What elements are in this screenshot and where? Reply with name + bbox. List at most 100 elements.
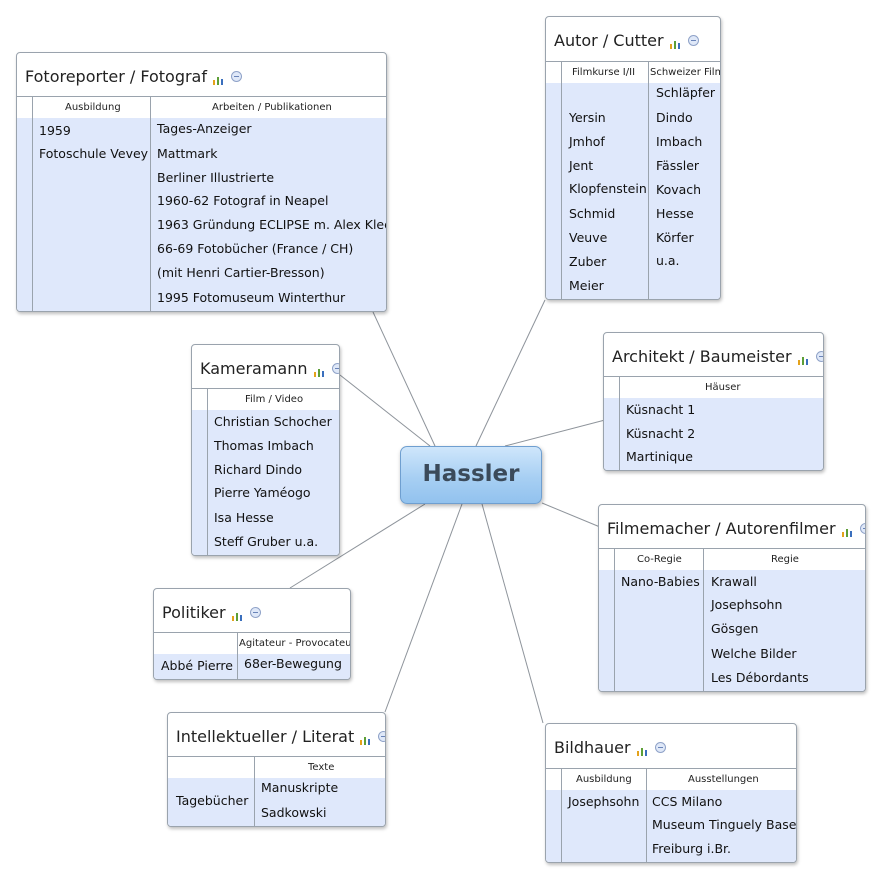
topic-intellektueller[interactable]: Intellektueller / Literat Texte Tagebüch… xyxy=(167,712,386,827)
table-body xyxy=(17,118,386,311)
list-item: Veuve xyxy=(569,230,608,245)
column-header-ausbildung: Ausbildung xyxy=(576,774,632,785)
list-item: Imbach xyxy=(656,134,703,149)
topic-bildhauer[interactable]: Bildhauer Ausbildung Ausstellungen Josep… xyxy=(545,723,797,863)
topic-title: Architekt / Baumeister xyxy=(612,346,823,366)
topic-title-text: Politiker xyxy=(162,603,226,622)
topic-title-text: Filmemacher / Autorenfilmer xyxy=(607,519,836,538)
list-item: Manuskripte xyxy=(261,780,339,795)
list-item: Jent xyxy=(569,158,594,173)
table-body xyxy=(604,398,823,470)
topic-title-text: Fotoreporter / Fotograf xyxy=(25,67,207,86)
collapse-icon[interactable] xyxy=(687,35,699,46)
column-header-haeuser: Häuser xyxy=(705,382,741,393)
list-item: 1959 xyxy=(39,123,71,138)
collapse-icon[interactable] xyxy=(231,71,242,82)
list-item: 1995 Fotomuseum Winterthur xyxy=(157,290,346,305)
list-item: Dindo xyxy=(656,110,693,125)
list-item: Berliner Illustrierte xyxy=(157,170,275,185)
list-item: Schläpfer xyxy=(656,85,716,100)
list-item: Hesse xyxy=(656,206,694,221)
chart-icon[interactable] xyxy=(231,607,244,621)
topic-fotoreporter[interactable]: Fotoreporter / Fotograf Ausbildung Arbei… xyxy=(16,52,387,312)
list-item: Christian Schocher xyxy=(214,414,332,429)
table-body xyxy=(599,570,865,691)
topic-filmemacher[interactable]: Filmemacher / Autorenfilmer Co-Regie Reg… xyxy=(598,504,866,692)
list-item: Abbé Pierre xyxy=(161,658,233,673)
list-item: Schmid xyxy=(569,206,616,221)
list-item: Zuber xyxy=(569,254,607,269)
topic-kameramann[interactable]: Kameramann Film / Video Christian Schoch… xyxy=(191,344,340,556)
topic-architekt[interactable]: Architekt / Baumeister Häuser Küsnacht 1… xyxy=(603,332,824,471)
collapse-icon[interactable] xyxy=(249,607,261,618)
central-topic-label: Hassler xyxy=(422,461,520,487)
collapse-icon[interactable] xyxy=(815,351,823,362)
list-item: Pierre Yaméogo xyxy=(214,485,311,500)
central-topic[interactable]: Hassler xyxy=(400,446,542,504)
list-item: Yersin xyxy=(569,110,606,125)
column-header-agitateur: Agitateur - Provocateur xyxy=(239,638,351,649)
topic-title: Bildhauer xyxy=(554,737,666,757)
chart-icon[interactable] xyxy=(636,742,649,756)
connector-autor xyxy=(475,299,546,447)
list-item: Martinique xyxy=(626,449,693,464)
list-item: Tagebücher xyxy=(176,793,249,808)
connector-fotoreporter xyxy=(372,311,436,447)
topic-title-text: Architekt / Baumeister xyxy=(612,347,792,366)
collapse-icon[interactable] xyxy=(331,363,339,374)
list-item: Meier xyxy=(569,278,604,293)
chart-icon[interactable] xyxy=(841,523,854,537)
chart-icon[interactable] xyxy=(359,731,372,745)
table-header: Ausbildung Ausstellungen xyxy=(546,768,796,791)
list-item: Fotoschule Vevey xyxy=(39,146,149,161)
topic-title: Kameramann xyxy=(200,358,339,378)
chart-icon[interactable] xyxy=(797,351,810,365)
topic-title-text: Kameramann xyxy=(200,359,308,378)
list-item: Thomas Imbach xyxy=(214,438,314,453)
connector-politiker xyxy=(289,503,426,589)
topic-politiker[interactable]: Politiker Agitateur - Provocateur Abbé P… xyxy=(153,588,351,680)
list-item: Nano-Babies xyxy=(621,574,700,589)
list-item: Küsnacht 2 xyxy=(626,426,696,441)
column-header-filmkurse: Filmkurse I/II xyxy=(572,67,636,78)
list-item: 68er-Bewegung xyxy=(244,656,342,671)
table-header: Ausbildung Arbeiten / Publikationen xyxy=(17,96,386,119)
topic-title: Intellektueller / Literat xyxy=(176,726,385,746)
topic-title-text: Autor / Cutter xyxy=(554,31,664,50)
column-header-ausstellungen: Ausstellungen xyxy=(688,774,759,785)
list-item: Sadkowski xyxy=(261,805,327,820)
table-header: Agitateur - Provocateur xyxy=(154,632,351,655)
collapse-icon[interactable] xyxy=(654,742,666,753)
list-item: Jmhof xyxy=(569,134,605,149)
list-item: Steff Gruber u.a. xyxy=(214,534,319,549)
chart-icon[interactable] xyxy=(212,71,225,85)
column-header-film-video: Film / Video xyxy=(245,394,304,405)
table-body xyxy=(168,778,385,826)
list-item: Gösgen xyxy=(711,621,759,636)
collapse-icon[interactable] xyxy=(859,523,865,534)
column-header-schweizer-film: Schweizer Film xyxy=(650,67,721,78)
list-item: Welche Bilder xyxy=(711,646,797,661)
table-header: Häuser xyxy=(604,376,823,399)
topic-title-text: Intellektueller / Literat xyxy=(176,727,355,746)
list-item: Richard Dindo xyxy=(214,462,303,477)
table-body xyxy=(192,410,339,555)
list-item: Josephsohn xyxy=(568,794,640,809)
list-item: Küsnacht 1 xyxy=(626,402,696,417)
chart-icon[interactable] xyxy=(313,363,326,377)
list-item: Tages-Anzeiger xyxy=(157,121,252,136)
list-item: Kovach xyxy=(656,182,702,197)
list-item: 1960-62 Fotograf in Neapel xyxy=(157,193,329,208)
list-item: 66-69 Fotobücher (France / CH) xyxy=(157,241,354,256)
list-item: Museum Tinguely Basel xyxy=(652,817,797,832)
topic-autor[interactable]: Autor / Cutter Filmkurse I/II Schweizer … xyxy=(545,16,721,300)
topic-title: Fotoreporter / Fotograf xyxy=(25,66,242,86)
table-header: Film / Video xyxy=(192,388,339,411)
list-item: Fässler xyxy=(656,158,700,173)
list-item: 1963 Gründung ECLIPSE m. Alex Klee xyxy=(157,217,387,232)
connector-filmemacher xyxy=(541,502,601,528)
list-item: Körfer xyxy=(656,230,694,245)
collapse-icon[interactable] xyxy=(378,731,385,742)
chart-icon[interactable] xyxy=(669,35,682,49)
